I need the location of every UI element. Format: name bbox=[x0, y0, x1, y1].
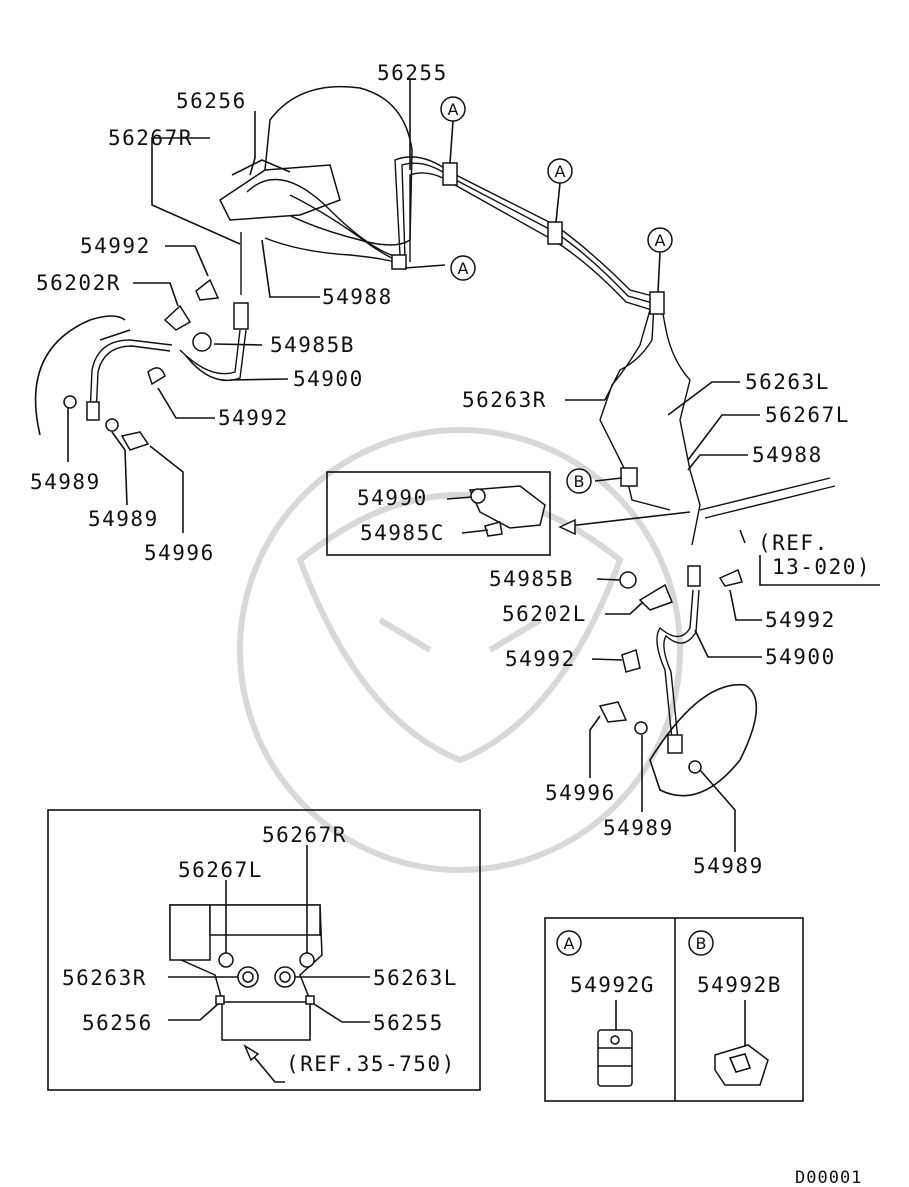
label-56267R: 56267R bbox=[108, 126, 193, 150]
label-54996-b: 54996 bbox=[545, 781, 616, 805]
label-54992-b: 54992 bbox=[218, 406, 289, 430]
label-56267L: 56267L bbox=[765, 403, 850, 427]
abs-unit-inset: 56267R 56267L 56263R 56263L 56256 56255 … bbox=[47, 809, 481, 1091]
clip-54992G-drawing bbox=[597, 1029, 633, 1087]
callout-markers: A A A A B bbox=[440, 96, 673, 494]
label-54989-d: 54989 bbox=[693, 854, 764, 878]
label-ref-13-020-b: 13-020) bbox=[772, 555, 871, 579]
label-56263R: 56263R bbox=[462, 388, 547, 412]
clip-54992B-drawing bbox=[714, 1044, 769, 1086]
label-54900-a: 54900 bbox=[293, 367, 364, 391]
inset-label-56255: 56255 bbox=[373, 1011, 444, 1035]
inset-label-ref-35-750: (REF.35-750) bbox=[286, 1052, 456, 1076]
legend-b-marker: B bbox=[696, 934, 707, 953]
legend-a-marker: A bbox=[564, 934, 575, 953]
label-56263L: 56263L bbox=[745, 370, 830, 394]
pipe-clips bbox=[391, 162, 665, 487]
label-54989-b: 54989 bbox=[88, 507, 159, 531]
callout-a-4: A bbox=[458, 259, 469, 278]
callout-a-1: A bbox=[448, 100, 459, 119]
brake-pipes-main bbox=[240, 156, 836, 546]
label-54988-a: 54988 bbox=[322, 285, 393, 309]
diagram-code: D00001 bbox=[795, 1168, 862, 1187]
label-56256: 56256 bbox=[176, 89, 247, 113]
label-54988-b: 54988 bbox=[752, 443, 823, 467]
watermark-emblem bbox=[237, 427, 683, 873]
label-54985C: 54985C bbox=[360, 521, 445, 545]
callout-b-1: B bbox=[574, 472, 585, 491]
label-54985B-b: 54985B bbox=[489, 567, 574, 591]
label-54989-c: 54989 bbox=[603, 816, 674, 840]
label-56255: 56255 bbox=[377, 61, 448, 85]
label-54985B-a: 54985B bbox=[270, 333, 355, 357]
label-54992-d: 54992 bbox=[505, 647, 576, 671]
label-56202R: 56202R bbox=[36, 271, 121, 295]
inset-label-56267L: 56267L bbox=[178, 858, 263, 882]
legend-b-part: 54992B bbox=[697, 973, 782, 997]
label-54992-a: 54992 bbox=[80, 234, 151, 258]
label-56202L: 56202L bbox=[502, 602, 587, 626]
label-54900-b: 54900 bbox=[765, 645, 836, 669]
inset-label-56256: 56256 bbox=[82, 1011, 153, 1035]
callout-a-3: A bbox=[655, 231, 666, 250]
callout-a-2: A bbox=[555, 162, 566, 181]
proportioning-valve-detail bbox=[326, 471, 691, 556]
leader-lines bbox=[67, 80, 880, 852]
left-hose-assembly bbox=[34, 278, 249, 451]
inset-label-56263R: 56263R bbox=[62, 966, 147, 990]
inset-label-56267R: 56267R bbox=[262, 823, 347, 847]
label-54990: 54990 bbox=[357, 486, 428, 510]
legend-a-part: 54992G bbox=[570, 973, 655, 997]
label-54996-a: 54996 bbox=[144, 541, 215, 565]
label-54992-c: 54992 bbox=[765, 608, 836, 632]
brake-booster bbox=[219, 85, 413, 246]
clip-legend: A B 54992G 54992B bbox=[544, 917, 804, 1102]
label-ref-13-020-a: (REF. bbox=[758, 531, 829, 555]
part-labels: 56255 56256 56267R 54992 56202R 54988 54… bbox=[30, 61, 871, 878]
label-54989-a: 54989 bbox=[30, 470, 101, 494]
inset-label-56263L: 56263L bbox=[373, 966, 458, 990]
